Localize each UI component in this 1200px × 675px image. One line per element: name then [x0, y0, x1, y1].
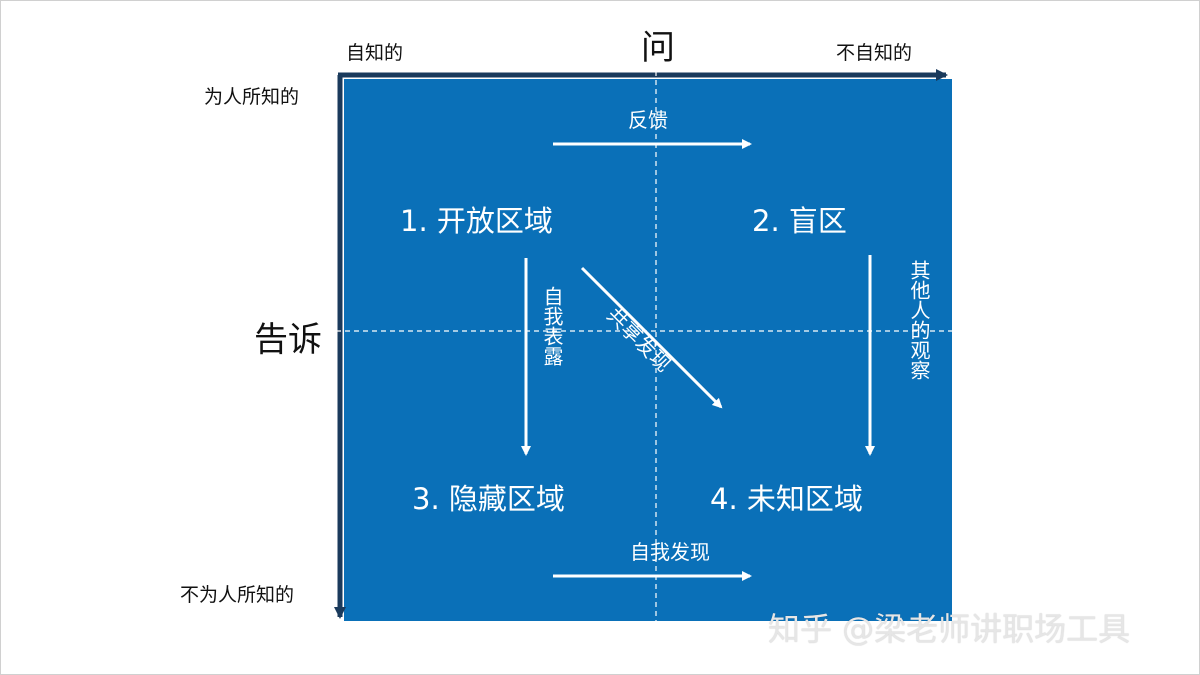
tell-axis-title: 告诉	[254, 320, 322, 360]
not-self-known-label: 不自知的	[836, 42, 913, 64]
johari-window-board	[344, 79, 952, 621]
blind-spot-title: 2. 盲区	[752, 204, 847, 238]
zhihu-watermark: 知乎 @梁老师讲职场工具	[768, 610, 1131, 648]
feedback-label: 反馈	[628, 108, 668, 132]
hidden-area-title: 3. 隐藏区域	[412, 482, 565, 516]
self-known-label: 自知的	[346, 42, 404, 64]
unknown-to-others-label: 不为人所知的	[180, 584, 295, 606]
open-area-title: 1. 开放区域	[400, 204, 553, 238]
others-observation-label: 其他人的观察	[907, 260, 931, 380]
ask-axis-title: 问	[641, 28, 675, 68]
known-to-others-label: 为人所知的	[204, 86, 300, 108]
unknown-area-title: 4. 未知区域	[710, 482, 863, 516]
self-disclosure-label: 自我表露	[540, 286, 564, 366]
self-discovery-label: 自我发现	[630, 540, 710, 564]
shared-discovery-arrow	[580, 266, 723, 409]
